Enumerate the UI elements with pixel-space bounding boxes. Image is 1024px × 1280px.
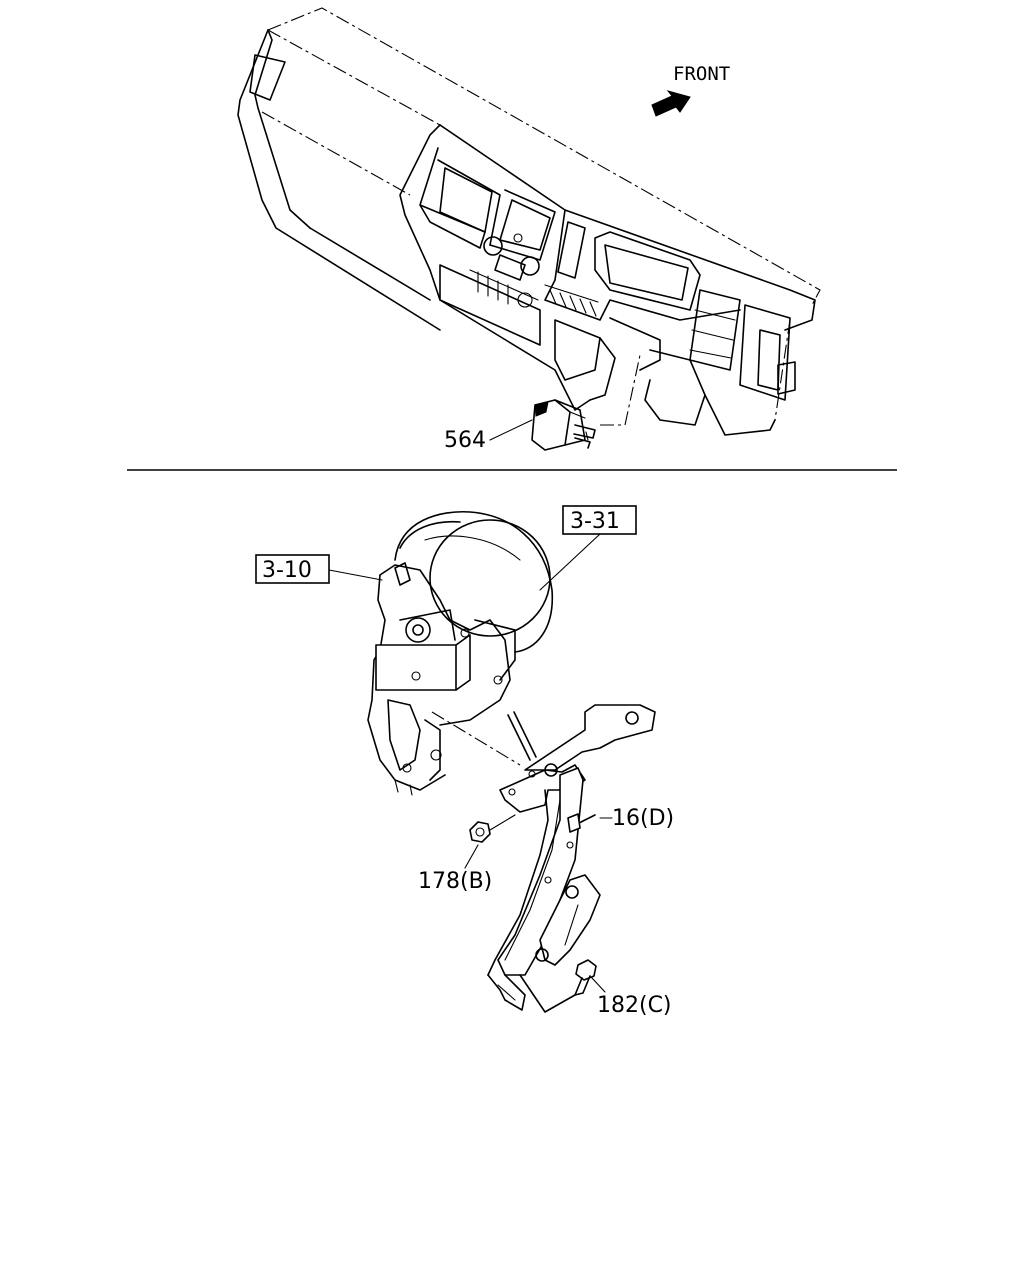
leader-182c [591,977,606,993]
svg-text:3-10: 3-10 [262,558,312,583]
part-564-switch [531,399,596,451]
label-182c: 182(C) [597,993,672,1018]
brake-booster-assembly [367,510,554,796]
leader-178b-a [489,814,516,831]
label-16d: 16(D) [612,806,674,831]
label-564: 564 [444,428,486,453]
leader-3-10 [328,569,383,581]
ref-box-3-10: 3-10 [255,554,330,584]
dashboard-assembly [237,7,821,436]
front-arrow-icon [651,90,691,117]
label-178b: 178(B) [418,869,492,894]
leader-564 [489,419,533,441]
nut-178b [469,821,491,843]
front-label: FRONT [673,63,730,85]
ref-box-3-31: 3-31 [562,505,637,535]
bolt-182c [519,959,597,1013]
leader-178b-b [464,844,479,869]
svg-text:3-31: 3-31 [570,509,620,534]
leader-3-31 [539,533,601,591]
bracket-16d [487,704,656,1011]
